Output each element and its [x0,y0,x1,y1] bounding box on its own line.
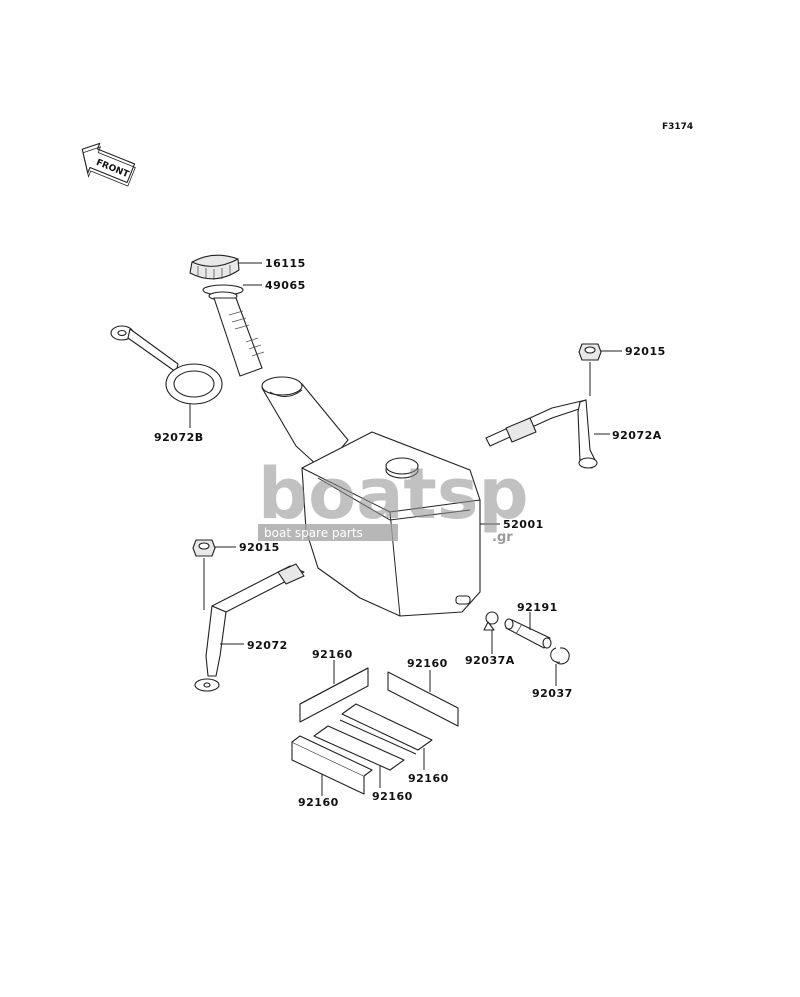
cap-strap [110,325,223,405]
callout-92160-d: 92160 [372,790,413,803]
callout-52001: 52001 [503,518,544,531]
watermark-logo: boatsp boat spare parts .gr [258,453,529,545]
pad-5 [291,735,373,795]
front-arrow-icon: FRONT [81,142,136,187]
filler-neck [202,284,265,377]
callout-92072b: 92072B [154,431,204,444]
band-right [485,399,598,469]
callout-92160-c: 92160 [408,772,449,785]
callout-92015-right: 92015 [625,345,666,358]
watermark-tagline: boat spare parts [264,526,363,540]
callout-49065: 49065 [265,279,306,292]
watermark-brand: boatsp [258,453,529,535]
nut-left [192,539,216,557]
callout-92160-b: 92160 [407,657,448,670]
nut-right [578,343,602,361]
watermark-suffix: .gr [492,530,513,545]
callout-92037a: 92037A [465,654,515,667]
callout-92015-left: 92015 [239,541,280,554]
pad-3 [341,703,433,751]
pad-1 [299,667,369,723]
clamp-a [483,611,499,631]
callout-92037: 92037 [532,687,573,700]
hose [504,618,552,649]
callout-92072: 92072 [247,639,288,652]
pad-2 [387,671,459,727]
callout-92072a: 92072A [612,429,662,442]
callout-92191: 92191 [517,601,558,614]
figure-code: F3174 [662,122,693,132]
pad-4 [313,719,417,771]
callout-92160-a: 92160 [312,648,353,661]
fuel-cap [189,254,240,280]
band-left [194,563,305,692]
clamp [550,647,570,665]
callout-16115: 16115 [265,257,306,270]
callout-92160-e: 92160 [298,796,339,809]
